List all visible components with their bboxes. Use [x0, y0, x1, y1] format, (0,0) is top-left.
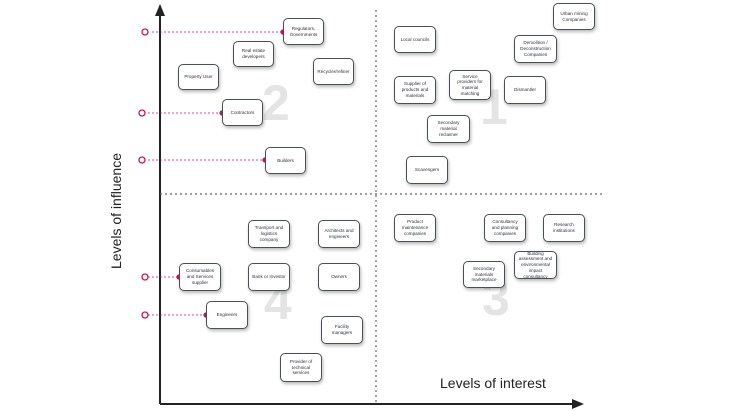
stakeholder-dismantler: Dismantler: [504, 76, 546, 104]
stakeholder-regulators: Regulators, Governments: [283, 18, 324, 45]
stakeholder-product-maintenance: Product maintenance companies: [394, 214, 436, 242]
y-axis-arrowhead: [155, 4, 165, 16]
stakeholder-secondary-material-reclaimer: Secondary material reclaimer: [427, 115, 470, 143]
ring-engineers: [141, 311, 149, 319]
ring-regulators: [141, 28, 149, 36]
stakeholder-technical-services: Provider of technical services: [280, 353, 322, 382]
stakeholder-property-user: Property User: [178, 64, 219, 90]
ring-contractors: [138, 109, 146, 117]
stakeholder-bank-investor: Bank or Investor: [248, 263, 290, 291]
stakeholder-transport-logistics: Transport and logistics company: [248, 220, 290, 248]
stakeholder-engineers: Engineers: [206, 301, 248, 329]
stakeholder-building-assessment: Building assessment and environmental im…: [514, 251, 557, 279]
stakeholder-urban-mining-companies: Urban mining Companies: [553, 3, 595, 30]
stakeholder-facility-managers: Facility managers: [321, 316, 363, 344]
stakeholder-builders: Builders: [265, 147, 306, 174]
stakeholder-consultancy-planning: Consultancy and planning companies: [484, 214, 526, 242]
x-axis-label: Levels of interest: [440, 375, 546, 391]
quadrant-number-2: 2: [262, 75, 290, 131]
stakeholder-architects-engineers: Architects and engineers: [318, 220, 360, 248]
stakeholder-recycler-refiner: Recycler/refiner: [313, 58, 354, 85]
stakeholder-consumables-supplier: Consumables and Services supplier: [179, 263, 221, 291]
stakeholder-service-providers: Service providers for material matching: [449, 70, 491, 100]
stakeholder-scavengers: Scavengers: [406, 156, 448, 184]
stakeholder-demolition-companies: Demolition / Deconstruction Companies: [514, 35, 557, 63]
stakeholder-research-institutions: Research institutions: [543, 214, 585, 242]
stakeholder-owners: Owners: [318, 263, 360, 291]
ring-builders: [138, 156, 146, 164]
stakeholder-local-councils: Local councils: [394, 26, 436, 53]
stakeholder-real-estate-developers: Real estate developers: [233, 41, 274, 67]
ring-consumables: [141, 273, 149, 281]
stakeholder-secondary-marketplace: Secondary materials marketplace: [463, 261, 505, 288]
x-axis-arrowhead: [572, 399, 584, 409]
stakeholder-supplier-of-products: Supplier of products and materials: [394, 76, 436, 104]
stakeholder-contractors: Contractors: [222, 99, 263, 126]
y-axis-label: Levels of influence: [108, 153, 124, 269]
